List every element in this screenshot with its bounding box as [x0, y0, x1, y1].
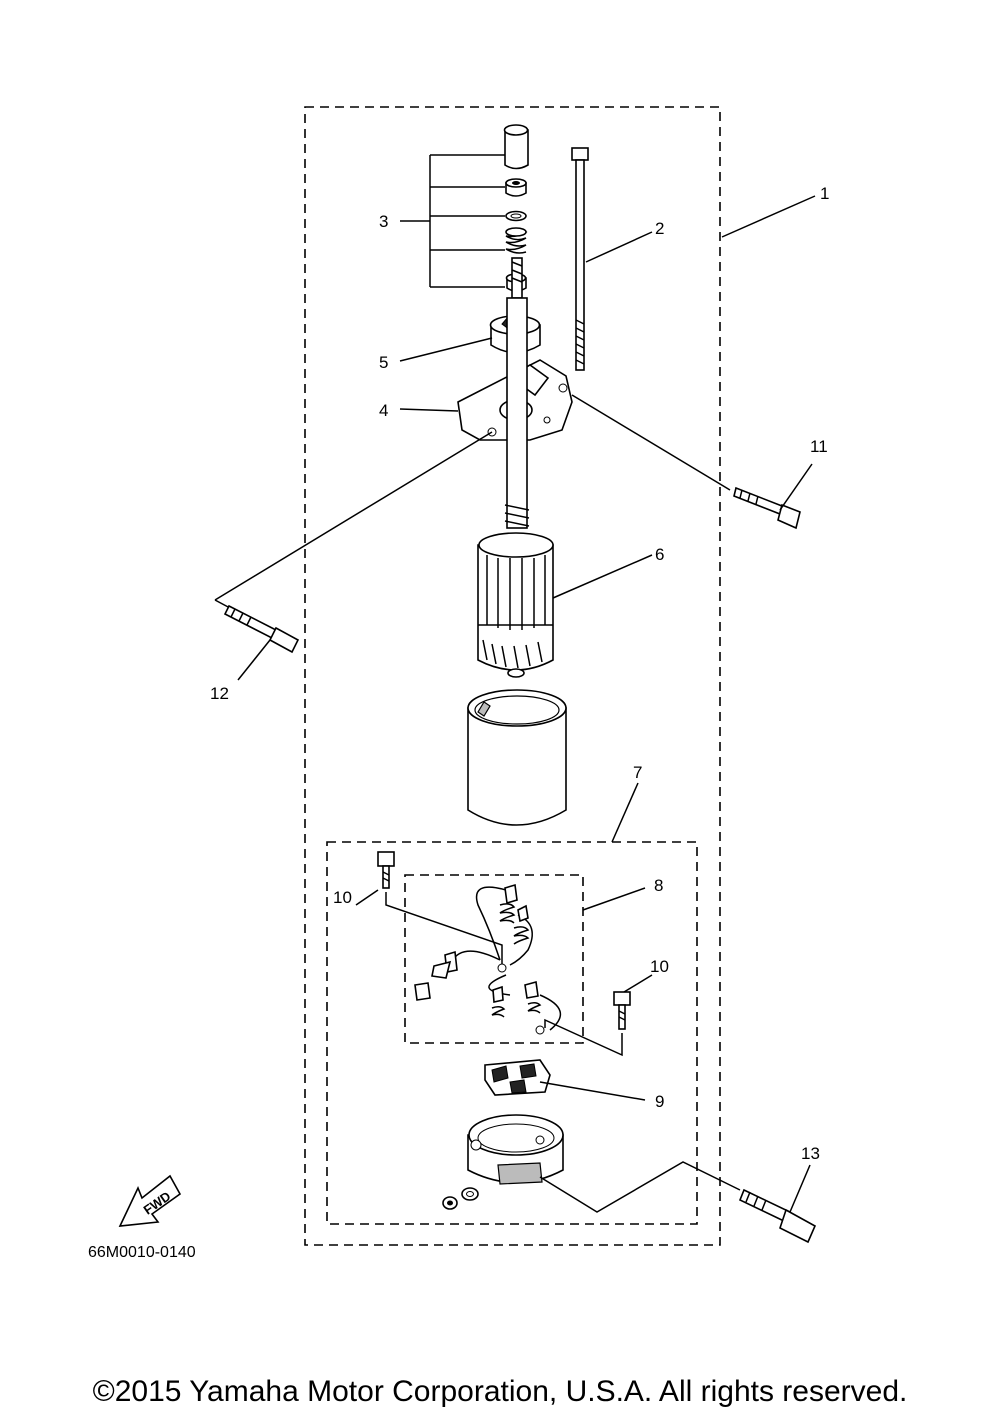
callout-10-left: 10: [333, 888, 352, 907]
screw-10-right: [544, 974, 653, 1057]
callout-11: 11: [810, 437, 828, 456]
callout-2: 2: [655, 219, 664, 238]
bolt-12: [214, 431, 493, 681]
copyright-notice: ©2015 Yamaha Motor Corporation, U.S.A. A…: [92, 1375, 908, 1408]
callout-8-leader: [582, 887, 646, 911]
callout-13: 13: [801, 1144, 820, 1163]
callout-7-leader: [611, 782, 639, 843]
callout-10-right: 10: [650, 957, 669, 976]
callout-3: 3: [379, 212, 388, 231]
callout-3-bracket: [400, 154, 505, 288]
fwd-arrow-icon: FWD: [118, 1174, 182, 1227]
callout-9: 9: [655, 1092, 664, 1111]
front-bracket: [399, 359, 573, 441]
callout-5: 5: [379, 353, 388, 372]
rear-cover: [442, 1114, 741, 1213]
screw-10-left: [355, 851, 503, 966]
callout-4: 4: [379, 401, 388, 420]
yoke-housing: [467, 689, 567, 826]
brush-holder-assembly-outline: [326, 841, 698, 1225]
callout-12: 12: [210, 684, 229, 703]
callout-7: 7: [633, 763, 642, 782]
callout-1-leader: [721, 195, 816, 238]
through-bolt: [571, 147, 653, 371]
drawing-code: 66M0010-0140: [88, 1244, 196, 1261]
brush-set: [414, 883, 562, 1035]
callout-1: 1: [820, 184, 829, 203]
bolt-11: [571, 394, 813, 530]
callout-8: 8: [654, 876, 663, 895]
brush-set-outline: [404, 874, 584, 1044]
starter-assembly-outline: [304, 106, 721, 1246]
callout-6: 6: [655, 545, 664, 564]
bolt-13: [738, 1164, 817, 1244]
brush-holder: [484, 1059, 646, 1101]
armature: [477, 257, 653, 678]
